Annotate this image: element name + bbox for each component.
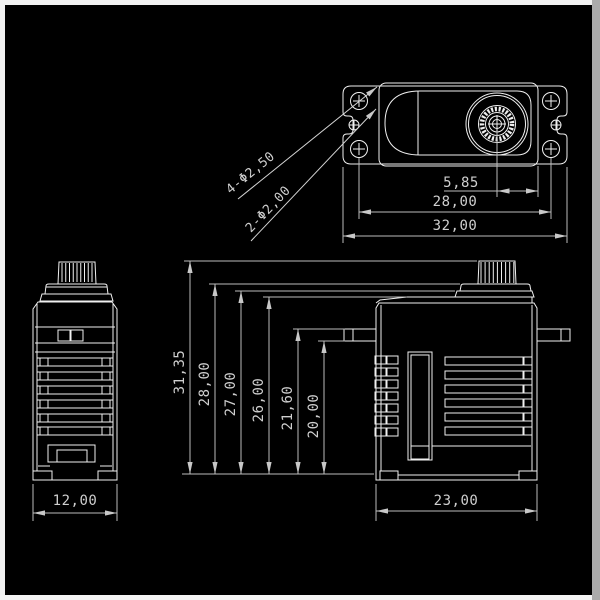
foot-block — [518, 470, 538, 481]
mounting-holes-large — [350, 92, 560, 158]
frame-top — [0, 0, 600, 5]
fin-slot-end — [101, 357, 111, 367]
dim-text-front-width: 23,00 — [434, 493, 479, 509]
fin-slot-end — [101, 399, 111, 409]
fin-slot-end — [386, 427, 399, 437]
frame-left — [0, 0, 5, 600]
mounting-tab-right — [537, 328, 571, 342]
fin-slot-end — [374, 367, 387, 377]
fin-slot-end — [39, 371, 49, 381]
fin-slot-end — [374, 403, 387, 413]
connector-inner — [56, 449, 88, 463]
case-outline-top — [378, 82, 539, 167]
dim-text-height-27: 27,00 — [223, 372, 239, 417]
fin-slot-end — [523, 356, 533, 366]
frame-bottom — [0, 595, 600, 600]
fin-slot — [444, 356, 524, 366]
fin-slot-end — [39, 385, 49, 395]
fin-slot-end — [39, 399, 49, 409]
fin-slot — [36, 426, 114, 436]
fin-slot — [36, 371, 114, 381]
dim-text-height-28: 28,00 — [197, 362, 213, 407]
fin-slot-end — [374, 427, 387, 437]
dimension-lines — [32, 131, 568, 521]
flange-outline — [342, 85, 568, 165]
fin-slot — [36, 399, 114, 409]
dim-text-hole-spacing: 28,00 — [433, 194, 478, 210]
fin-slot-end — [386, 379, 399, 389]
hole-callout-leaders — [237, 86, 378, 242]
fin-slot — [444, 384, 524, 394]
leader-small-holes — [250, 108, 377, 242]
fin-slot-end — [374, 355, 387, 365]
fin-slot-end — [374, 379, 387, 389]
fin-slot-end — [523, 370, 533, 380]
foot-block — [379, 470, 399, 481]
mounting-tab-left — [343, 328, 376, 342]
fin-slot — [36, 413, 114, 423]
fin-slot-end — [523, 412, 533, 422]
case-channel-block — [410, 445, 430, 460]
fin-slot — [444, 398, 524, 408]
side-view — [32, 261, 118, 481]
spline-teeth-lines-side — [61, 263, 93, 282]
fin-slot-end — [101, 426, 111, 436]
fin-slot — [444, 412, 524, 422]
spline-collar-side — [44, 283, 109, 295]
fin-slot-end — [374, 391, 387, 401]
case-channel — [407, 351, 433, 461]
dim-text-spline-offset: 5,85 — [443, 175, 479, 191]
heatsink-fins-side — [36, 357, 114, 436]
fin-slot-end — [374, 415, 387, 425]
fin-slot-end — [386, 403, 399, 413]
leader-large-holes — [237, 86, 378, 200]
fin-slot — [444, 426, 524, 436]
fin-slot-end — [386, 367, 399, 377]
fin-slot-end — [386, 415, 399, 425]
fin-slot-end — [523, 398, 533, 408]
fin-slot-end — [101, 371, 111, 381]
fin-slot-end — [101, 385, 111, 395]
dim-text-height-total: 31,35 — [172, 350, 188, 395]
fin-slot — [444, 370, 524, 380]
dim-text-side-width: 12,00 — [53, 493, 98, 509]
foot-block — [97, 470, 118, 481]
spline-collar-front — [459, 283, 532, 292]
fin-slot-end — [386, 391, 399, 401]
spline-teeth-lines-front — [480, 262, 515, 283]
fin-slot-end — [39, 357, 49, 367]
dim-text-flange-width: 32,00 — [433, 218, 478, 234]
dim-text-height-20: 20,00 — [306, 394, 322, 439]
flange-edge-block — [57, 329, 71, 342]
fin-slot — [36, 385, 114, 395]
case-lid-capsule — [384, 90, 532, 156]
fin-slot-end — [523, 426, 533, 436]
flange-edge-block — [70, 329, 84, 342]
fin-slot — [36, 357, 114, 367]
heatsink-fins-front — [374, 355, 533, 437]
frame-right — [592, 0, 600, 600]
foot-block — [32, 470, 53, 481]
dim-text-height-21-6: 21,60 — [280, 386, 296, 431]
case-outline-front — [375, 302, 538, 481]
fin-slot-end — [101, 413, 111, 423]
dim-text-height-26: 26,00 — [251, 378, 267, 423]
fin-slot-end — [39, 413, 49, 423]
fin-slot-end — [523, 384, 533, 394]
collar-step-side — [39, 293, 114, 302]
fin-slot-end — [39, 426, 49, 436]
mounting-holes-small — [348, 119, 562, 131]
fin-slot-end — [386, 355, 399, 365]
top-view — [342, 82, 568, 167]
